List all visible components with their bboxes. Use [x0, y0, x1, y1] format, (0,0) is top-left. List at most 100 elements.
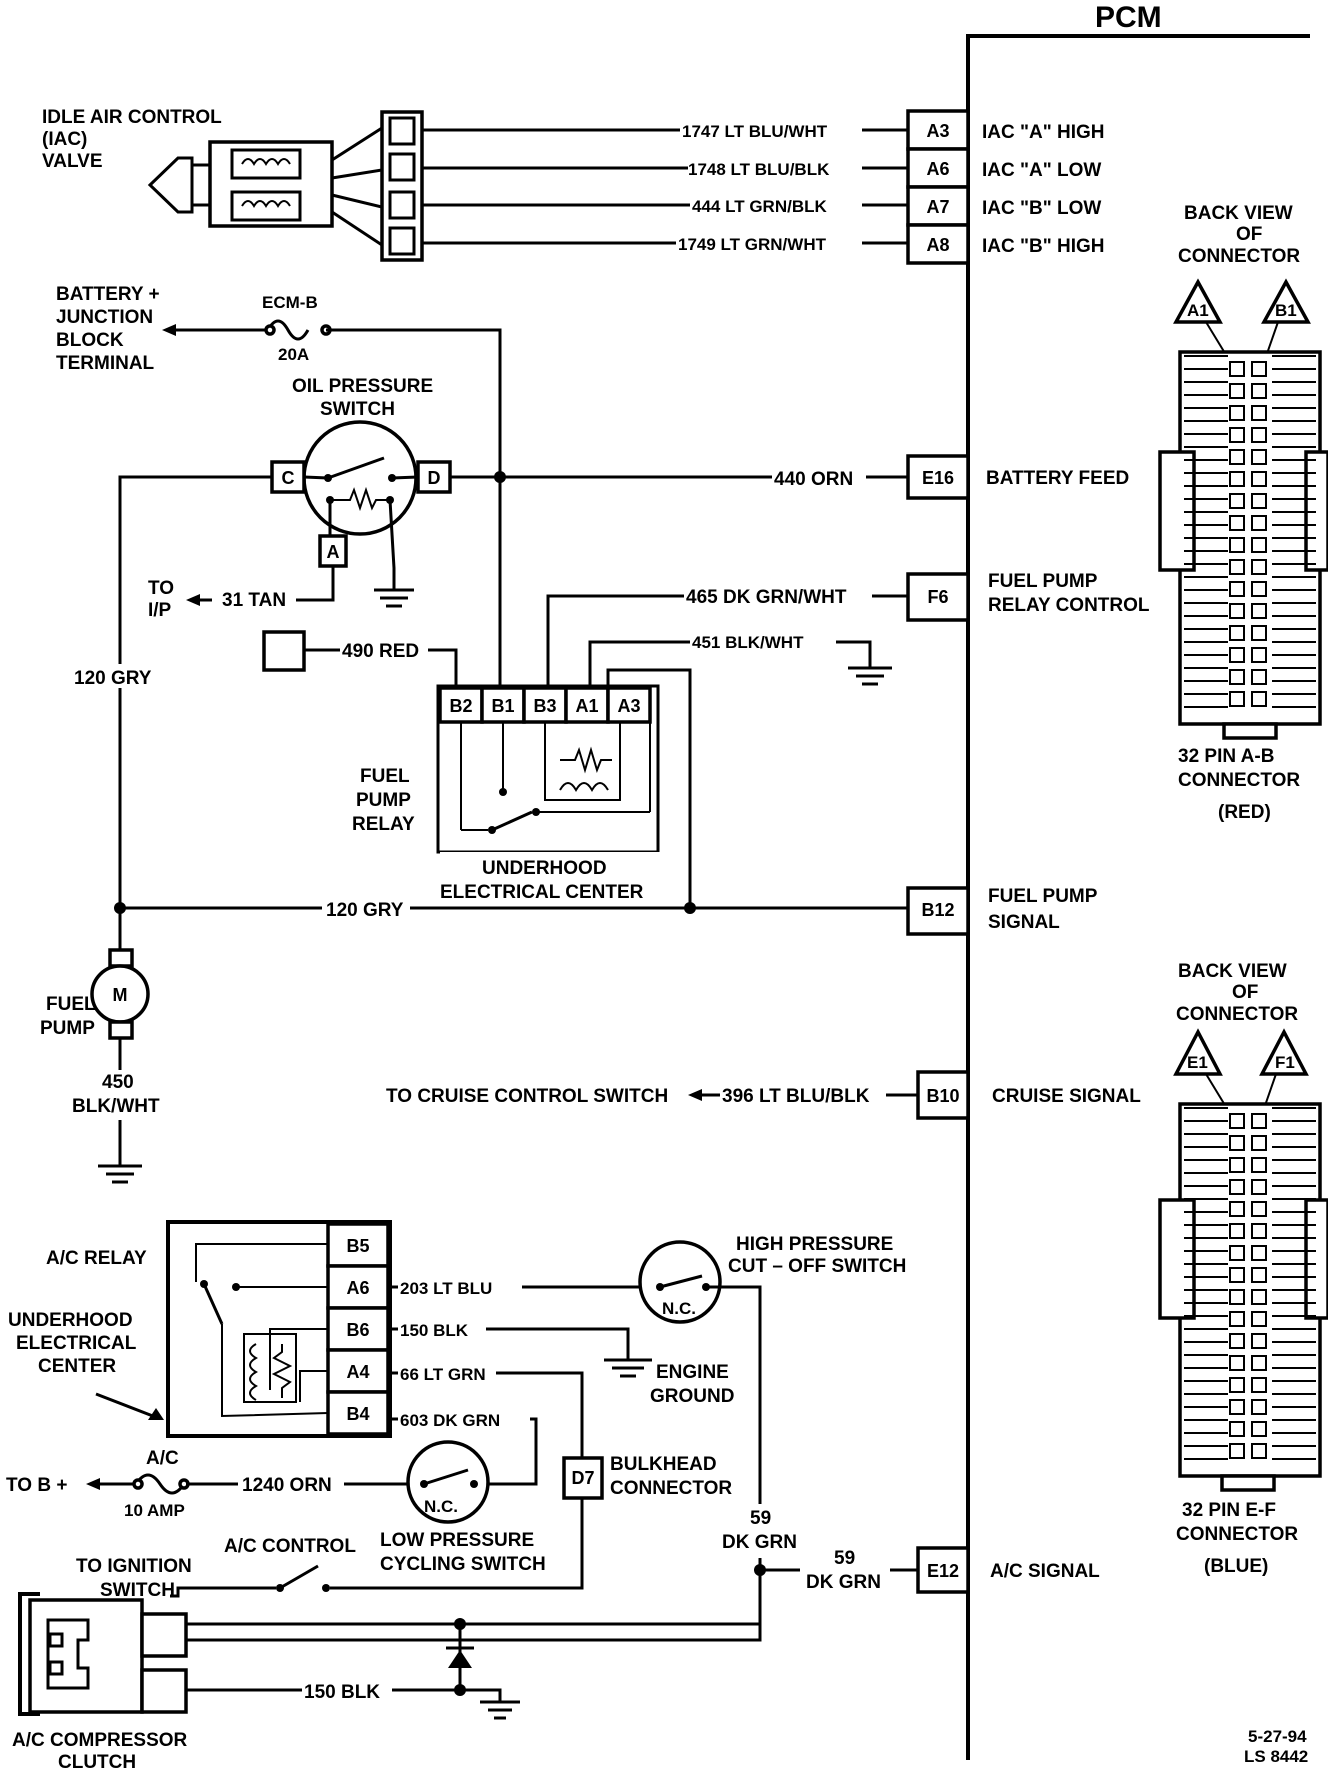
connector-ab-name-line2: CONNECTOR — [1178, 770, 1300, 791]
connector-ef-cavity — [1229, 1135, 1245, 1151]
connector-ef-cavity — [1229, 1443, 1245, 1459]
connector-ef-cavity — [1229, 1179, 1245, 1195]
connector-ef-cavity — [1251, 1201, 1267, 1217]
iac-title-line1: IDLE AIR CONTROL — [42, 107, 222, 128]
fuel-pump-ground-line1: 450 — [102, 1072, 134, 1093]
ac-relay-pin-b4-label: B4 — [346, 1404, 369, 1424]
fuel-relay-coil-resistor — [560, 746, 612, 774]
pin-b12-label: B12 — [921, 900, 954, 920]
fuel-pump-signal: 120 GRY B12 FUEL PUMP SIGNAL — [114, 886, 1098, 936]
ac-fuse-circuit: TO B + A/C 10 AMP 1240 ORN N.C. LOW PRES… — [6, 1440, 546, 1575]
wire-a4-label: 66 LT GRN — [400, 1365, 486, 1384]
battery-arrow — [162, 324, 176, 336]
connector-ab-cavity — [1251, 537, 1267, 553]
red-wire-label: 490 RED — [342, 641, 419, 662]
pin-e12 — [916, 1546, 970, 1594]
clutch-ground-wire-right — [392, 1688, 502, 1702]
fuel-pump-top-terminal — [108, 948, 134, 968]
lp-switch-body — [406, 1440, 490, 1524]
relay-ground-icon — [848, 666, 892, 686]
iac-valve: IDLE AIR CONTROL (IAC) VALVE 1747 LT BLU… — [42, 107, 1105, 265]
connector-ef-header-line3: CONNECTOR — [1176, 1004, 1298, 1025]
iac-connector-cavity-3 — [388, 190, 416, 220]
ac-relay-b4-lead — [221, 1324, 329, 1418]
lp-switch-line2: CYCLING SWITCH — [380, 1554, 546, 1575]
connector-ef-cavity — [1229, 1223, 1245, 1239]
battery-line3: BLOCK — [56, 330, 124, 351]
battery-feed-circuit: BATTERY + JUNCTION BLOCK TERMINAL ECM-B … — [56, 284, 502, 688]
connector-ef-cavity — [1229, 1355, 1245, 1371]
pin-b12 — [906, 886, 970, 936]
ac-relay-center-line1: UNDERHOOD — [8, 1310, 133, 1331]
connector-ef-cavities — [1184, 1107, 1316, 1460]
ac-fuse-wire-label: 1240 ORN — [242, 1475, 332, 1496]
connector-ef-cavity — [1229, 1421, 1245, 1437]
clutch-outer-bracket — [18, 1592, 40, 1716]
fuse-to-b1-wire — [326, 328, 502, 688]
iac-wire-label-3: 444 LT GRN/BLK — [692, 197, 827, 216]
bulkhead-line2: CONNECTOR — [610, 1478, 732, 1499]
fuse-rating: 20A — [278, 345, 309, 364]
pcm-outline — [966, 34, 1310, 1760]
engine-ground-line2: GROUND — [650, 1386, 734, 1407]
signal-iac-a-high: IAC "A" HIGH — [982, 122, 1105, 143]
fuel-relay-pin-a3 — [606, 686, 652, 724]
gry-wire-vertical — [118, 475, 272, 908]
wire-b6-to-ground — [486, 1327, 630, 1360]
connector-ab-name-line1: 32 PIN A-B — [1178, 746, 1274, 767]
relay-control-wire-label: 465 DK GRN/WHT — [686, 587, 847, 608]
fuel-pump-relay-control: 465 DK GRN/WHT F6 FUEL PUMP RELAY CONTRO… — [262, 571, 1150, 688]
oil-switch-line1: OIL PRESSURE — [292, 376, 433, 397]
connector-ef-cavity — [1229, 1201, 1245, 1217]
connector-ef-cavity — [1251, 1179, 1267, 1195]
connector-ab-cavity — [1229, 449, 1245, 465]
fuel-pump-ground-line2: BLK/WHT — [72, 1096, 160, 1117]
ignition-line1: TO IGNITION — [76, 1556, 192, 1577]
connector-ab-cavity — [1251, 669, 1267, 685]
diode-triangle — [448, 1650, 472, 1668]
red-wire-terminal — [262, 630, 306, 672]
connector-ef-key — [1220, 1474, 1276, 1492]
connector-ef-name-line2: CONNECTOR — [1176, 1524, 1298, 1545]
connector-ef-tag-f1-label: F1 — [1275, 1053, 1295, 1072]
lp-switch-blade — [423, 1468, 469, 1486]
cruise-signal: TO CRUISE CONTROL SWITCH 396 LT BLU/BLK … — [386, 1070, 1141, 1120]
ignition-line2: SWITCH — [100, 1580, 175, 1601]
connector-ef-color: (BLUE) — [1204, 1556, 1268, 1577]
connector-ab-header-line2: OF — [1236, 224, 1262, 245]
ac-fuse-end-left — [132, 1478, 144, 1490]
lp-switch-line1: LOW PRESSURE — [380, 1530, 534, 1551]
clutch-line1: A/C COMPRESSOR — [12, 1730, 188, 1751]
connector-ab-cavity — [1251, 515, 1267, 531]
fuel-relay-pin-a3-label: A3 — [617, 696, 640, 716]
fuel-pump-relay: B2 B1 B3 A1 A3 FUEL PUMP RELAY UNDERHOOD… — [352, 668, 692, 908]
connector-ef-header-line1: BACK VIEW — [1178, 961, 1287, 982]
fuel-relay-pin-b1-label: B1 — [491, 696, 514, 716]
battery-feed: 440 ORN E16 BATTERY FEED — [450, 454, 1129, 500]
oil-switch-to-ip-wire — [296, 566, 335, 602]
lp-switch-nc: N.C. — [424, 1497, 458, 1516]
signal-fuel-pump-line2: SIGNAL — [988, 912, 1060, 933]
ac-signal-wire-line2: DK GRN — [806, 1572, 881, 1593]
iac-valve-nozzle — [147, 156, 194, 214]
gry-vertical-label: 120 GRY — [74, 668, 152, 689]
gry-label-bg — [64, 664, 174, 688]
signal-fuel-pump-line1: FUEL PUMP — [988, 886, 1098, 907]
iac-lead-2 — [331, 168, 383, 180]
high-pressure-switch: N.C. HIGH PRESSURE CUT – OFF SWITCH 59 D… — [178, 1234, 1100, 1642]
connector-ab-cavity — [1229, 493, 1245, 509]
oil-pressure-switch: OIL PRESSURE SWITCH C D A 31 TAN TO I/P … — [64, 376, 452, 908]
pin-b10-label: B10 — [926, 1086, 959, 1106]
pin-a8-label: A8 — [926, 235, 949, 255]
fuel-pump-line1: FUEL — [46, 994, 96, 1015]
iac-lead-3 — [331, 193, 383, 209]
fuel-pump-motor-label: M — [113, 985, 128, 1005]
battery-feed-splice — [494, 471, 506, 483]
connector-ab-cavity — [1251, 383, 1267, 399]
pin-f6 — [906, 572, 970, 622]
ac-relay-center-arrow — [148, 1408, 164, 1420]
clutch-line2: CLUTCH — [58, 1752, 136, 1770]
iac-coil-b — [230, 190, 302, 222]
connector-ab-cavity — [1229, 471, 1245, 487]
fuel-relay-pin-a1-label: A1 — [575, 696, 598, 716]
